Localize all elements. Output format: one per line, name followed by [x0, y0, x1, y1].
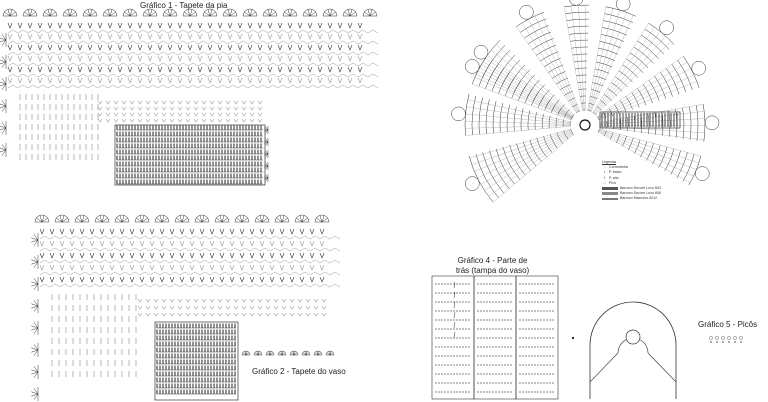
chain-stitch-icon: ◦ [603, 165, 606, 170]
single-crochet-icon: • [603, 170, 606, 175]
chart2-title: Gráfico 2 - Tapete do vaso [252, 367, 346, 376]
legend-title: Legenda [602, 160, 616, 164]
lid-outline [589, 301, 677, 399]
chart4-title: Gráfico 4 - Parte de trás (tampa do vaso… [455, 256, 530, 275]
yarn-swatch [602, 192, 618, 195]
legend-item: ◦Correntinha [603, 165, 628, 170]
legend: Legenda ◦Correntinha •P. baixo †P. alto … [602, 160, 661, 202]
double-crochet-icon: † [603, 175, 606, 180]
picot-icon: ∴ [603, 180, 606, 185]
legend-item: ∴Picô [603, 180, 616, 185]
chart3-wheel [451, 0, 720, 203]
legend-item: Barroco Decore Luxo 806 [602, 191, 661, 196]
chart2-pattern [31, 214, 341, 401]
legend-item: Barroco Decore Luxo 603 [602, 186, 661, 191]
chart5-picots [709, 336, 743, 343]
chart5-title: Gráfico 5 - Picôs [698, 320, 758, 329]
legend-item: •P. baixo [603, 170, 622, 175]
yarn-swatch [602, 197, 618, 201]
chart4-pattern [431, 275, 575, 400]
yarn-swatch [602, 187, 618, 190]
chart1-pattern [0, 8, 379, 186]
legend-item: Barroco Maxcolor 6212 [602, 196, 661, 201]
chart1-title: Gráfico 1 - Tapete da pia [140, 1, 228, 10]
legend-item: †P. alto [603, 175, 619, 180]
